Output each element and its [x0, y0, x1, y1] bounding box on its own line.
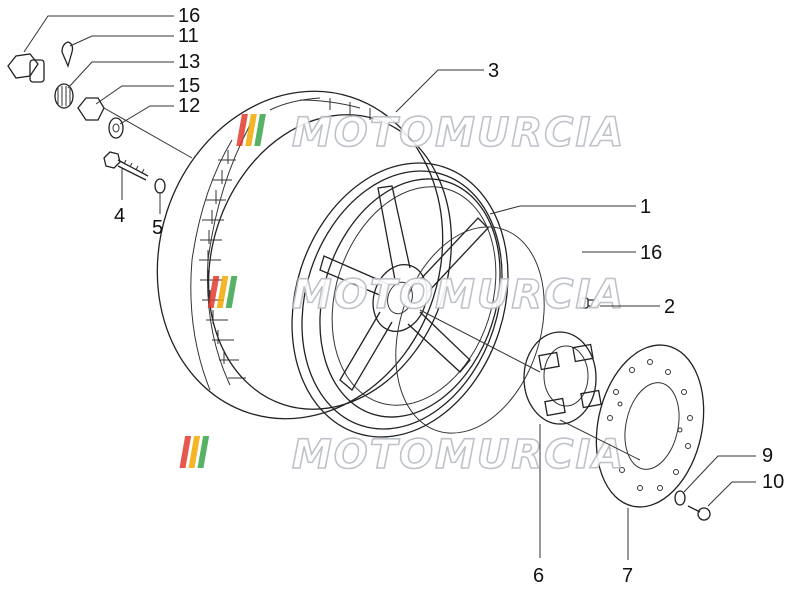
watermark-bottom: MOTOMURCIA: [179, 431, 625, 479]
callout-14: 16: [178, 5, 200, 27]
callout-15: 15: [178, 75, 200, 97]
watermark-middle: MOTOMURCIA: [207, 271, 625, 319]
split-pin-11: [61, 41, 74, 68]
leader-12: [119, 105, 174, 125]
washer-12: [108, 117, 124, 139]
leader-15: [95, 85, 174, 105]
callout-12: 12: [178, 95, 200, 117]
leader-disc: [559, 419, 641, 461]
leader-axle: [103, 107, 193, 159]
callout-9: 9: [762, 445, 773, 467]
castle-nut-13: [54, 83, 74, 109]
watermark-text: MOTOMURCIA: [292, 272, 625, 318]
callout-11: 11: [178, 25, 199, 47]
brake-disc-hub: [523, 331, 602, 425]
leader-1: [489, 205, 636, 215]
brake-disc-holes: [607, 359, 693, 491]
watermark-logo-stripe-yellow: [245, 114, 257, 146]
leader-11: [69, 35, 174, 47]
rim-spokes: [319, 185, 489, 391]
watermark-text: MOTOMURCIA: [292, 110, 625, 156]
watermark-logo-stripe-green: [254, 114, 266, 146]
bolt-4: [103, 151, 149, 181]
callouts: 16 11 13 15 12 3 4 5 1 16 2 9 10 6 7: [114, 5, 784, 587]
o-ring: [395, 226, 545, 434]
screw-2: [579, 297, 599, 309]
brake-disc: [595, 344, 705, 508]
callout-7: 7: [622, 565, 633, 587]
watermark-logo-stripe-red: [236, 114, 248, 146]
callout-1: 1: [640, 196, 651, 218]
leader-10: [707, 481, 756, 507]
watermark-logo-stripe-green: [225, 276, 238, 308]
callout-10: 10: [762, 471, 784, 493]
leader-3: [395, 69, 484, 113]
watermark-logo-stripe-green: [197, 436, 210, 468]
watermark-logo-stripe-red: [179, 436, 192, 468]
leader-hub: [419, 309, 541, 373]
leader-9: [683, 455, 756, 493]
callout-16: 16: [640, 242, 662, 264]
watermark-logo-stripe-yellow: [216, 276, 229, 308]
callout-4: 4: [114, 205, 125, 227]
callout-13: 13: [178, 51, 200, 73]
callout-6: 6: [533, 565, 544, 587]
callout-5: 5: [152, 217, 163, 239]
callout-3: 3: [488, 60, 499, 82]
rim: [291, 162, 509, 438]
screw-10: [687, 505, 711, 521]
callout-2: 2: [664, 296, 675, 318]
tire: [156, 90, 453, 420]
watermark-top: MOTOMURCIA: [236, 109, 625, 157]
watermark-text: MOTOMURCIA: [292, 432, 625, 478]
leader-lines: [23, 15, 756, 560]
leader-13: [67, 61, 174, 89]
axle-nut-14: [7, 53, 45, 83]
washer-5: [154, 178, 166, 194]
watermark-logo-stripe-yellow: [188, 436, 201, 468]
watermark-logo-stripe-red: [207, 276, 220, 308]
washer-9: [674, 490, 686, 506]
leader-14: [23, 15, 174, 53]
